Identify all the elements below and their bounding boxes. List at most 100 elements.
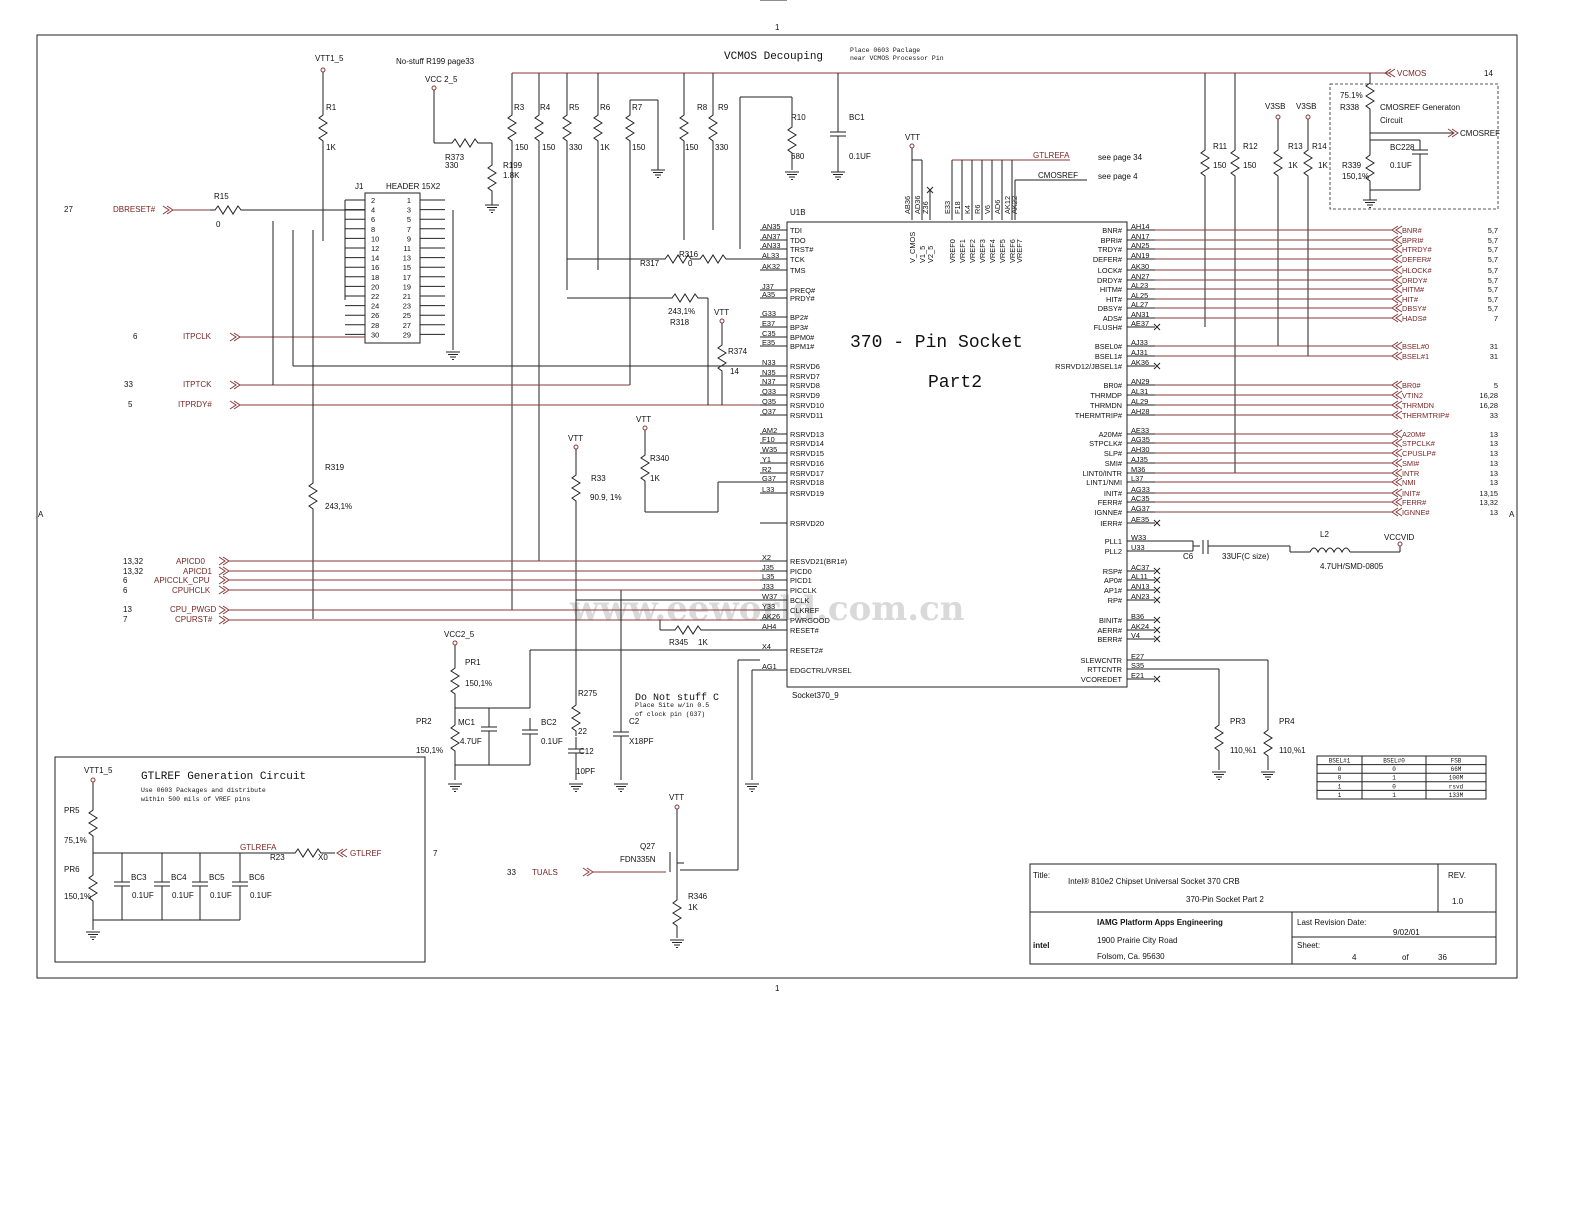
pin-number: AK12 — [1003, 196, 1012, 214]
c12-ref: C12 — [579, 747, 594, 756]
pin-number: J35 — [762, 563, 774, 572]
gtlref-title: GTLREF Generation Circuit — [141, 771, 306, 783]
pin-number: B36 — [1131, 612, 1144, 621]
pin-number: Z36 — [921, 201, 930, 214]
pin-name: RSRVD12/JBSEL1# — [1055, 362, 1123, 371]
signal-page: 5,7 — [1488, 266, 1498, 275]
pin-number: AG1 — [762, 662, 777, 671]
u1b-ref: U1B — [790, 208, 806, 217]
signal-page: 13 — [1490, 478, 1498, 487]
pin-name: RSRVD20 — [790, 519, 824, 528]
svg-text:APICCLK_CPU: APICCLK_CPU — [154, 576, 210, 585]
bsel-cell: 1 — [1338, 783, 1342, 790]
svg-text:150: 150 — [685, 143, 699, 152]
cap-ref: BC6 — [249, 873, 265, 882]
pin-number: N37 — [762, 377, 776, 386]
r13-ref: R13 — [1288, 142, 1303, 151]
pr6-ref: PR6 — [64, 865, 80, 874]
pin-number: AN31 — [1131, 310, 1150, 319]
pin-number: A35 — [762, 290, 775, 299]
pin-number: AE37 — [1131, 319, 1149, 328]
pin-number: AG37 — [1131, 504, 1150, 513]
sheet-of: of — [1402, 953, 1409, 962]
signal-page: 13 — [1490, 430, 1498, 439]
dbreset-page: 27 — [64, 205, 73, 214]
pin-number: F10 — [762, 435, 775, 444]
signal-label: HLOCK# — [1402, 266, 1432, 275]
pin-number: AN37 — [762, 232, 781, 241]
vcmos-label: VCMOS — [1397, 69, 1426, 78]
pin-name: V1_5 — [918, 246, 927, 263]
svg-text:330: 330 — [569, 143, 583, 152]
pin-name: VREF7 — [1015, 239, 1024, 263]
pr3-ref: PR3 — [1230, 717, 1246, 726]
pin-number: N33 — [762, 358, 776, 367]
svg-text:CPUHCLK: CPUHCLK — [172, 586, 211, 595]
pin-number: AJ31 — [1131, 348, 1148, 357]
pin-name: TMS — [790, 266, 806, 275]
signal-label: VTIN2 — [1402, 391, 1423, 400]
r338-val: 75.1% — [1340, 91, 1363, 100]
pin-number: AN17 — [1131, 232, 1150, 241]
nostuff-note: No-stuff R199 page33 — [396, 57, 475, 66]
title-line-2: 370-Pin Socket Part 2 — [1186, 895, 1264, 904]
pin-number: U33 — [1131, 543, 1145, 552]
vcc25-label: VCC 2_5 — [425, 75, 458, 84]
bsel-header: BSEL#1 — [1329, 758, 1351, 765]
svg-text:13,32: 13,32 — [123, 567, 144, 576]
r374-val: 14 — [730, 367, 739, 376]
signal-label: HADS# — [1402, 314, 1428, 323]
pin-name: DEFER# — [1093, 255, 1123, 264]
signal-page: 5,7 — [1488, 226, 1498, 235]
pin-number: AC37 — [1131, 563, 1150, 572]
pin-left: 8 — [371, 225, 375, 234]
signal-page: 16,28 — [1480, 401, 1499, 410]
pin-number: E33 — [943, 201, 952, 214]
pin-name: RSP# — [1103, 567, 1123, 576]
pin-number: F18 — [953, 201, 962, 214]
bsel-header: BSEL#0 — [1383, 758, 1405, 765]
pin-number: AN29 — [1131, 377, 1150, 386]
c6-val: 33UF(C size) — [1222, 552, 1269, 561]
svg-text:13,32: 13,32 — [123, 557, 144, 566]
pin-name: VREF4 — [988, 239, 997, 263]
signal-label: INTR — [1402, 469, 1419, 478]
place-note-1: Place 0603 Paclage — [850, 47, 920, 54]
pin-right: 1 — [407, 196, 411, 205]
pin-number: AG33 — [1131, 485, 1150, 494]
pin-right: 25 — [403, 311, 411, 320]
border-bottom-mark: 1 — [775, 984, 780, 993]
r339-val: 150,1% — [1342, 172, 1369, 181]
pin-number: C37 — [762, 0, 776, 2]
pin-name: BNR# — [1102, 226, 1123, 235]
signal-label: THERMTRIP# — [1402, 411, 1450, 420]
